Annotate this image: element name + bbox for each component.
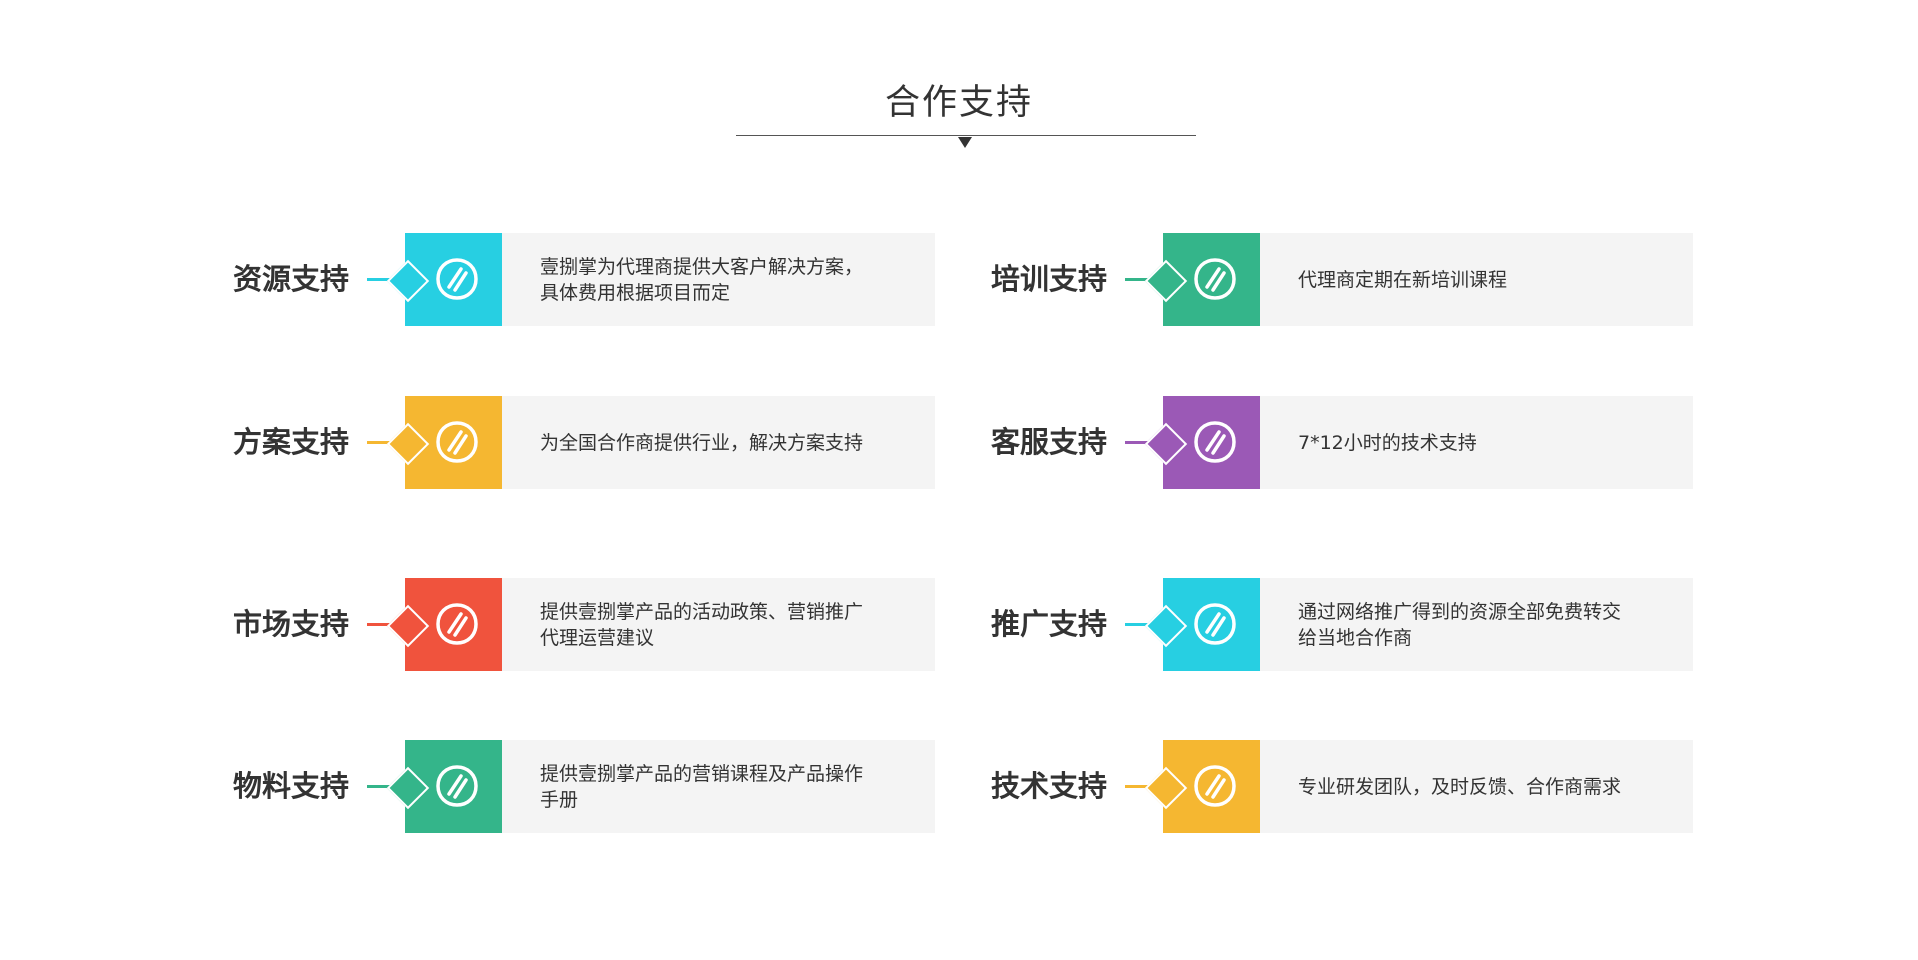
- support-card-description: 7*12小时的技术支持: [1298, 431, 1477, 454]
- brand-logo-icon: [436, 421, 478, 463]
- support-card-description-box: 提供壹捌掌产品的活动政策、营销推广 代理运营建议: [502, 578, 935, 671]
- support-card-description-box: 代理商定期在新培训课程: [1260, 233, 1693, 326]
- support-card-description: 提供壹捌掌产品的营销课程及产品操作 手册: [540, 762, 864, 811]
- support-card-description: 通过网络推广得到的资源全部免费转交 给当地合作商: [1298, 600, 1622, 649]
- connector-line: [367, 785, 399, 788]
- support-card-description-box: 7*12小时的技术支持: [1260, 396, 1693, 489]
- support-card-label: 客服支持: [991, 425, 1108, 459]
- brand-logo-icon: [1194, 603, 1236, 645]
- brand-logo-icon: [1194, 258, 1236, 300]
- support-card-description: 代理商定期在新培训课程: [1298, 268, 1508, 291]
- title-divider: [736, 135, 1196, 136]
- support-card-label: 物料支持: [233, 769, 350, 803]
- support-card-label: 资源支持: [233, 262, 350, 296]
- support-card-label: 市场支持: [233, 607, 350, 641]
- connector-line: [367, 278, 399, 281]
- support-card-material: 物料支持 提供壹捌掌产品的营销课程及产品操作 手册: [233, 740, 935, 833]
- down-arrow-icon: [958, 137, 972, 148]
- support-card-description: 壹捌掌为代理商提供大客户解决方案， 具体费用根据项目而定: [540, 255, 864, 304]
- support-card-technical: 技术支持 专业研发团队，及时反馈、合作商需求: [991, 740, 1693, 833]
- support-card-description-box: 通过网络推广得到的资源全部免费转交 给当地合作商: [1260, 578, 1693, 671]
- connector-line: [1125, 441, 1157, 444]
- support-card-solution: 方案支持 为全国合作商提供行业，解决方案支持: [233, 396, 935, 489]
- support-card-market: 市场支持 提供壹捌掌产品的活动政策、营销推广 代理运营建议: [233, 578, 935, 671]
- brand-logo-icon: [436, 603, 478, 645]
- support-card-label: 推广支持: [991, 607, 1108, 641]
- brand-logo-icon: [1194, 765, 1236, 807]
- brand-logo-icon: [1194, 421, 1236, 463]
- connector-line: [1125, 785, 1157, 788]
- brand-logo-icon: [436, 258, 478, 300]
- support-card-promotion: 推广支持 通过网络推广得到的资源全部免费转交 给当地合作商: [991, 578, 1693, 671]
- support-card-description: 专业研发团队，及时反馈、合作商需求: [1298, 775, 1622, 798]
- support-card-training: 培训支持 代理商定期在新培训课程: [991, 233, 1693, 326]
- support-card-description: 为全国合作商提供行业，解决方案支持: [540, 431, 864, 454]
- support-card-label: 方案支持: [233, 425, 350, 459]
- support-card-description: 提供壹捌掌产品的活动政策、营销推广 代理运营建议: [540, 600, 864, 649]
- support-card-description-box: 提供壹捌掌产品的营销课程及产品操作 手册: [502, 740, 935, 833]
- connector-line: [1125, 278, 1157, 281]
- support-card-description-box: 为全国合作商提供行业，解决方案支持: [502, 396, 935, 489]
- connector-line: [1125, 623, 1157, 626]
- page-title: 合作支持: [884, 83, 1033, 123]
- connector-line: [367, 623, 399, 626]
- support-card-description-box: 专业研发团队，及时反馈、合作商需求: [1260, 740, 1693, 833]
- support-card-label: 技术支持: [991, 769, 1108, 803]
- support-card-customer-service: 客服支持 7*12小时的技术支持: [991, 396, 1693, 489]
- support-card-label: 培训支持: [991, 262, 1108, 296]
- brand-logo-icon: [436, 765, 478, 807]
- connector-line: [367, 441, 399, 444]
- support-card-resource: 资源支持 壹捌掌为代理商提供大客户解决方案， 具体费用根据项目而定: [233, 233, 935, 326]
- support-card-description-box: 壹捌掌为代理商提供大客户解决方案， 具体费用根据项目而定: [502, 233, 935, 326]
